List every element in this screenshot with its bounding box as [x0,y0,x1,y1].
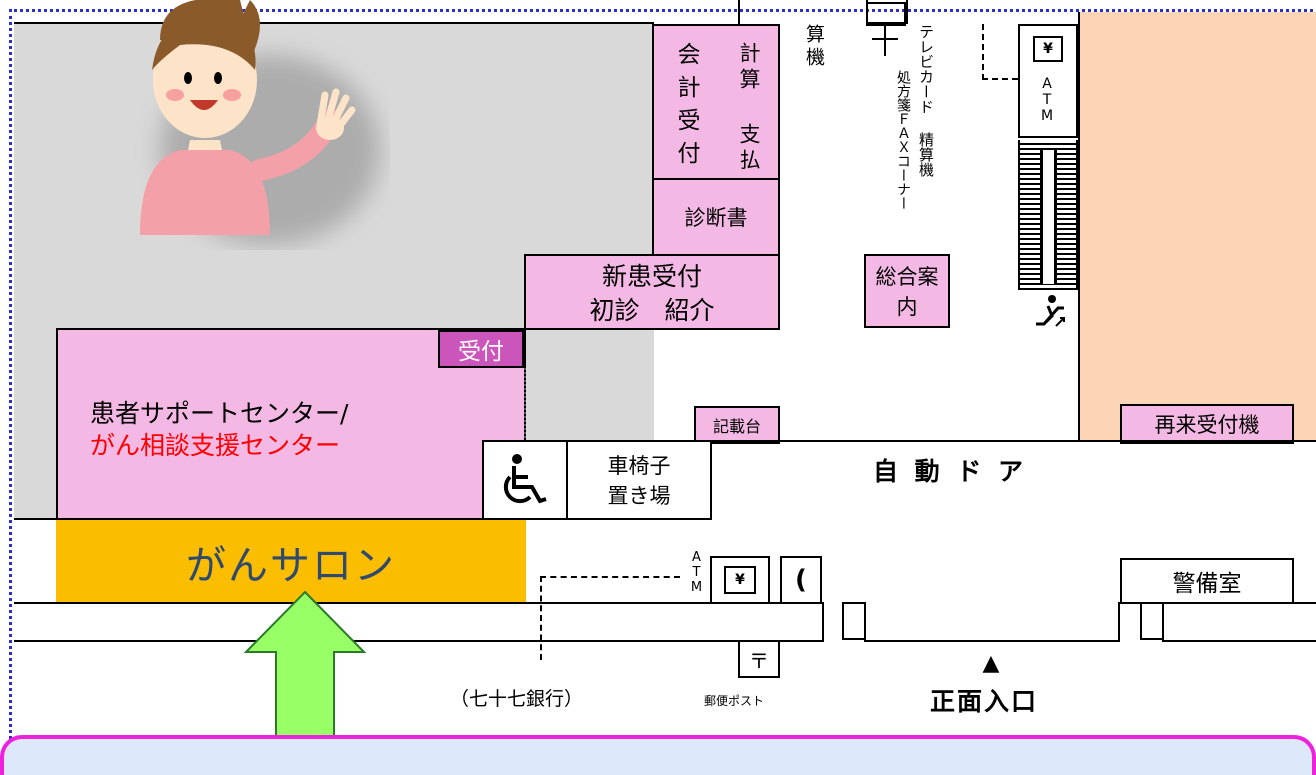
post-icon: 〒 [738,640,780,678]
cashier-reception-label: 会計受付 [673,42,699,174]
atm-bottom-box: ¥ [710,556,770,604]
escalator-icon [1030,292,1070,330]
atm-yen: ¥ [1043,41,1053,57]
atm-bottom-yen: ¥ [735,572,745,588]
reception-tag: 受付 [438,330,524,368]
corridor-wall-end [822,602,824,642]
bank-dash-h [540,576,680,578]
atm-dash-v [982,24,984,80]
reception-label: 受付 [458,339,504,365]
cashier-reception-box: 会計受付 計算 支払 [652,24,780,180]
guard-room-box: 警備室 [1120,558,1294,604]
post-box-label: 郵便ポスト [704,694,765,708]
phone-icon: ( [795,565,807,595]
general-info-box: 総合案内 [864,254,950,328]
band-top-left [14,518,526,520]
revisit-machine-label: 再来受付機 [1154,413,1260,437]
wheelchair-area-box: 車椅子 置き場 [566,440,712,520]
writing-desk-label: 記載台 [712,417,761,436]
bank-dash-v [540,576,542,660]
fax-box-top [866,2,906,26]
atm-right-label: ATM [1039,76,1055,124]
support-center-line2: がん相談支援センター [90,431,341,460]
atm-bottom-label: ATM [689,550,704,595]
wheelchair-line2: 置き場 [607,484,671,508]
certificate-label: 診断書 [684,206,748,230]
fax-line [884,26,886,56]
entrance-left-pillar [842,602,844,640]
tv-card-label: テレビカード 精算機 [917,24,935,177]
door-line [482,440,1316,442]
escalator-icon-svg [1036,295,1065,327]
atm-dash-h [982,78,1018,80]
post-mark: 〒 [749,648,769,673]
left-grey-top-line [14,22,654,24]
writing-desk-box: 記載台 [694,406,780,444]
wheelchair-line1: 車椅子 [607,454,671,478]
new-patient-line2: 初診 紹介 [589,296,715,325]
escalator-rail-l [1040,150,1043,284]
cancer-salon-label: がんサロン [186,543,396,589]
right-corridor-inner [1162,602,1164,642]
phone-box: ( [780,556,822,604]
support-center-box: 患者サポートセンター/ がん相談支援センター [56,328,526,520]
entrance-left-pillar-b [842,638,864,640]
corridor-wall-top [14,602,824,604]
atm-right-box: ¥ ATM [1018,24,1078,138]
fax-line-h [872,38,898,40]
escalator [1018,140,1078,290]
cashier-payment-label: 計算 支払 [737,41,761,175]
guard-room-label: 警備室 [1172,571,1242,597]
wheelchair-icon [503,454,547,504]
person-illustration [140,0,380,245]
entrance-recess-bottom [864,640,1120,642]
top-partial-box [738,0,758,24]
certificate-box: 診断書 [652,178,780,256]
green-arrow [243,590,367,750]
cancer-salon-box: がんサロン [56,520,526,604]
right-peach-area [1078,12,1316,442]
auto-door-label: 自 動 ド ア [872,457,1028,486]
revisit-machine-box: 再来受付機 [1120,404,1294,444]
prescription-fax-label: 処方箋ＦＡＸコーナー [895,70,911,210]
escalator-center [1043,150,1054,284]
support-center-line1: 患者サポートセンター/ [90,399,349,428]
entrance-left-top [842,602,866,604]
atm-icon: ¥ [1033,36,1063,62]
right-corridor-bottom [1162,640,1316,642]
wheelchair-icon-box [482,440,568,520]
main-entrance-label: 正面入口 [930,687,1039,716]
corridor-wall-bottom [14,640,824,642]
entrance-right-pillar-b [1140,638,1164,640]
bottom-panel [0,735,1316,775]
entrance-recess-right [1118,602,1120,642]
general-info-label: 総合案内 [875,265,939,319]
calculator-label: 算機 [803,24,825,70]
entrance-arrow: ▲ [982,650,1000,676]
bank-label: （七十七銀行） [450,688,584,710]
entrance-recess-left [864,602,866,642]
new-patient-line1: 新患受付 [601,262,702,291]
atm-bottom-icon: ¥ [724,566,756,594]
support-dotted-edge [524,368,526,442]
entrance-right-pillar [1140,602,1142,640]
new-patient-box: 新患受付 初診 紹介 [524,254,780,330]
escalator-rail-r [1054,150,1057,284]
